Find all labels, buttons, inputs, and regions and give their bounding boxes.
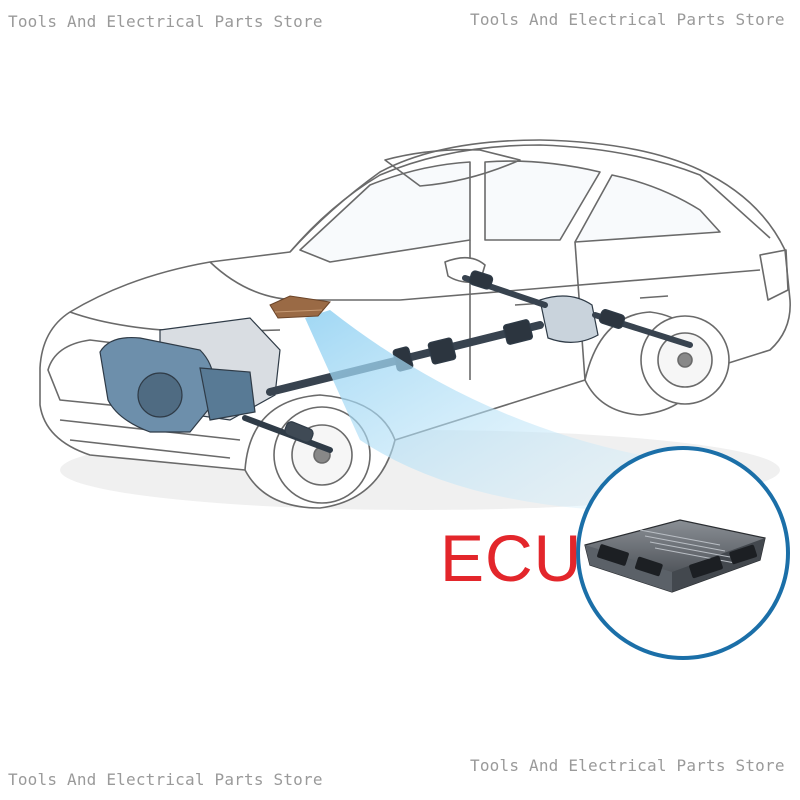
- ecu-label: ECU: [440, 521, 583, 595]
- store-watermark-top-left: Tools And Electrical Parts Store: [8, 12, 323, 31]
- store-watermark-top-right: Tools And Electrical Parts Store: [470, 10, 785, 29]
- rear-wheel: [640, 315, 730, 405]
- ecu-location-marker: [269, 295, 331, 319]
- drivetrain: [99, 270, 693, 453]
- store-watermark-bottom-left: Tools And Electrical Parts Store: [8, 770, 323, 789]
- store-watermark-bottom-right: Tools And Electrical Parts Store: [470, 756, 785, 775]
- ecu-module-icon: [584, 519, 766, 593]
- ecu-highlight-beam: [305, 310, 640, 510]
